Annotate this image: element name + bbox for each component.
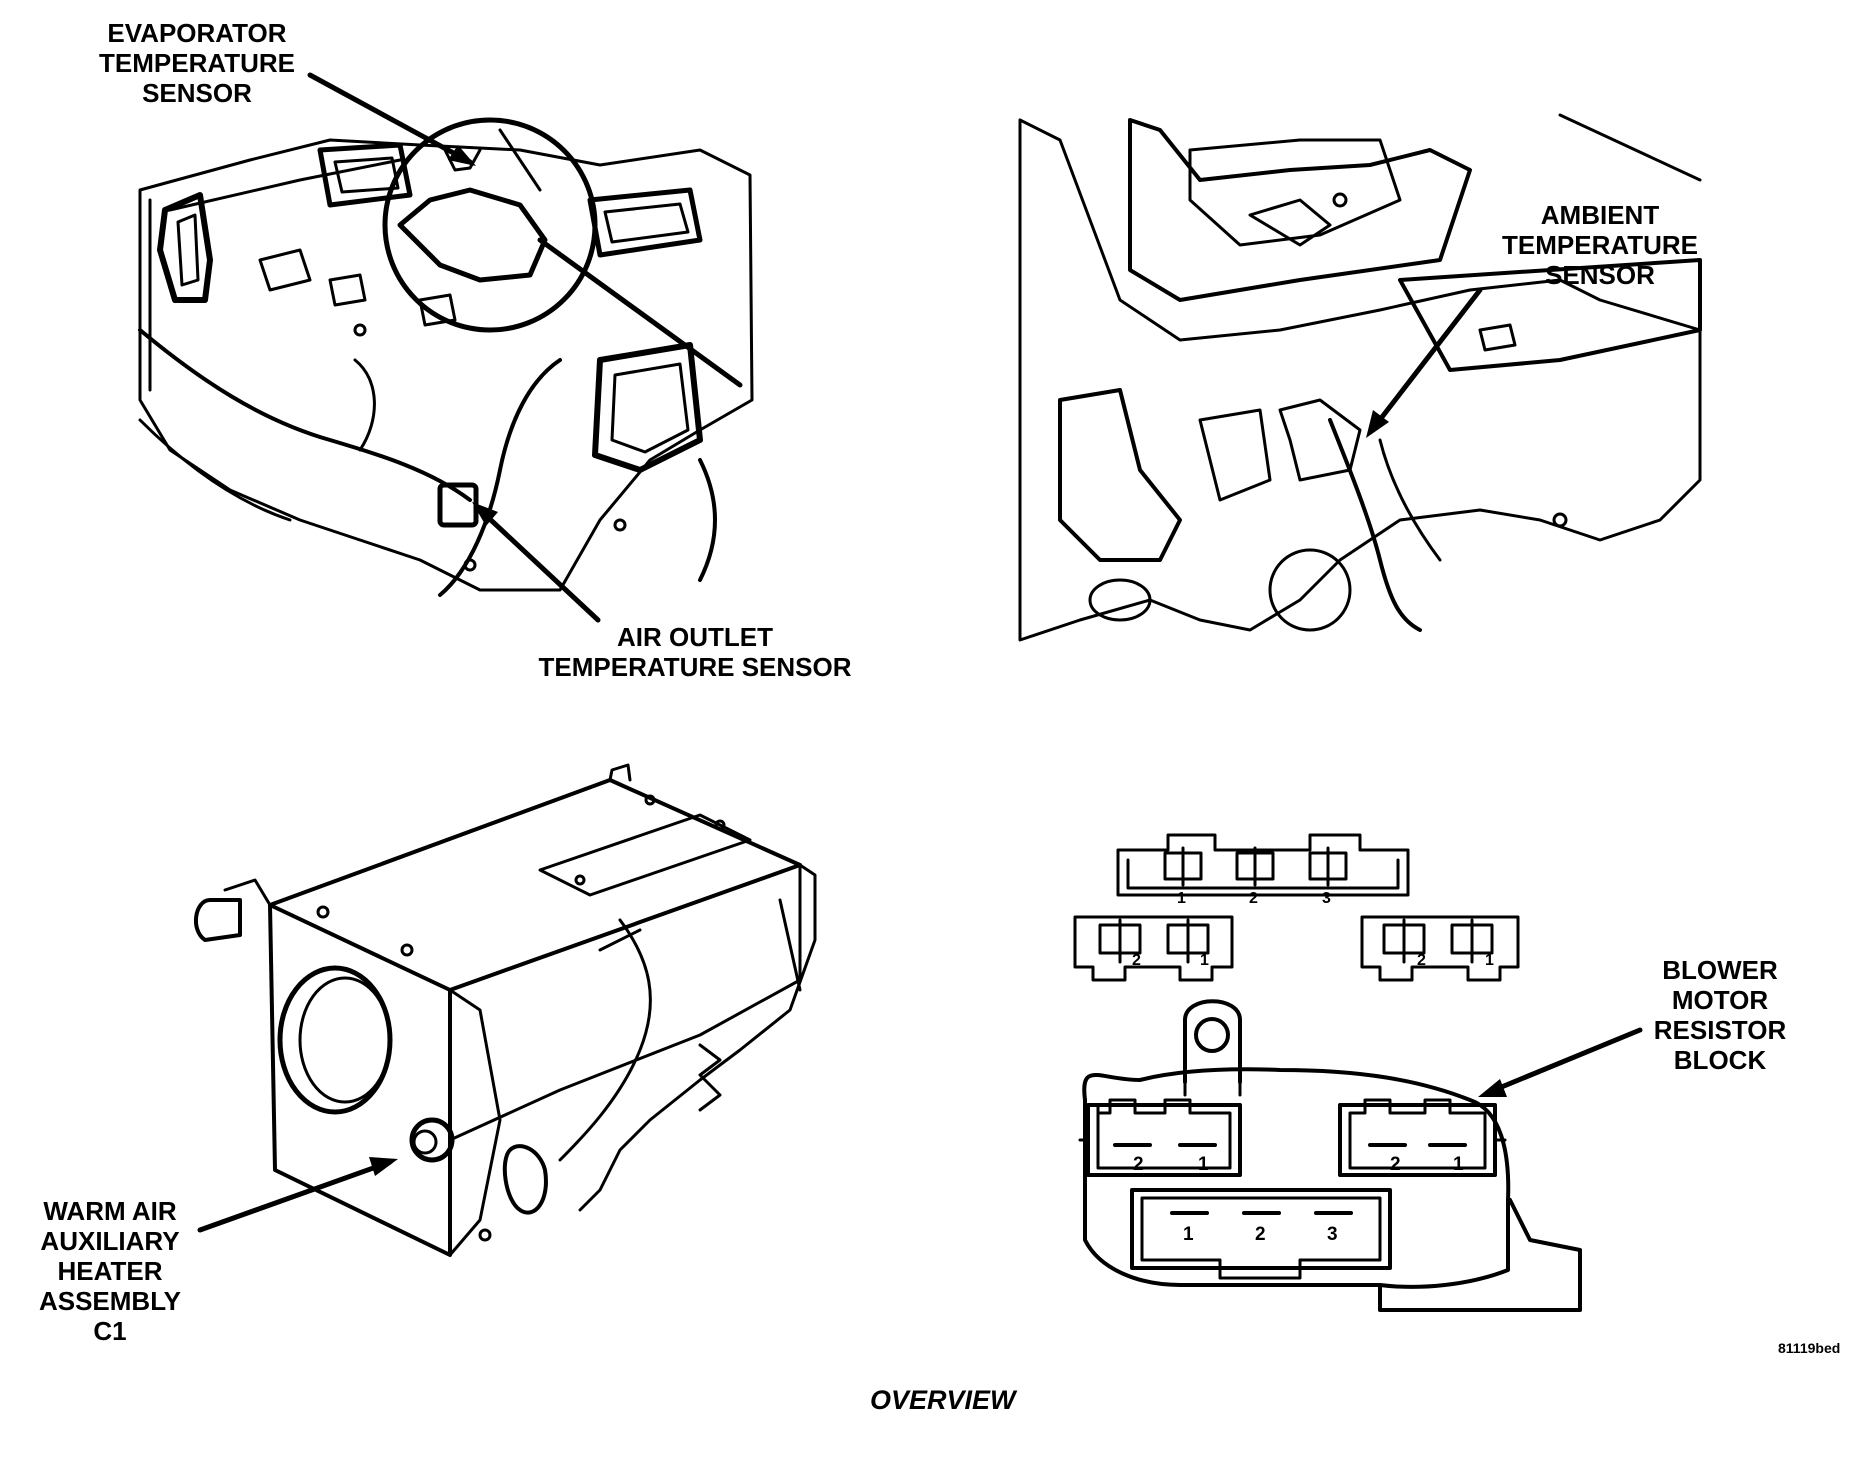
label-line: BLOWER <box>1662 955 1778 985</box>
label-line: TEMPERATURE <box>1502 230 1698 260</box>
dashboard-illustration <box>1018 113 1702 642</box>
top-pin-3: 3 <box>1322 890 1331 907</box>
right-pin-2: 2 <box>1417 952 1426 969</box>
heater-connector-arrow <box>197 1157 398 1233</box>
left-vent-outline <box>157 192 213 303</box>
detail-magnifier-circle <box>382 117 598 333</box>
label-line: AMBIENT <box>1540 200 1660 230</box>
blower-resistor-label: BLOWER MOTOR RESISTOR BLOCK <box>1640 955 1800 1075</box>
top-pin-2: 2 <box>1249 890 1258 907</box>
left-pin-1: 1 <box>1200 952 1209 969</box>
evaporator-sensor-arrow <box>307 72 476 166</box>
block-bottom-socket <box>1130 1188 1392 1280</box>
label-line: TEMPERATURE SENSOR <box>538 652 852 682</box>
block-left-socket <box>1078 1098 1242 1177</box>
label-line: EVAPORATOR <box>107 18 287 48</box>
label-line: RESISTOR <box>1653 1015 1787 1045</box>
block-right-socket <box>1338 1098 1507 1177</box>
mounting-tab <box>1183 999 1242 1084</box>
resistor-block-arrow <box>1478 1027 1643 1097</box>
label-line: WARM AIR <box>43 1196 177 1226</box>
block-left-pin-2: 2 <box>1133 1154 1144 1175</box>
label-line: AUXILIARY <box>40 1226 180 1256</box>
right-connector-2pin <box>1360 915 1520 982</box>
air-outlet-sensor-label: AIR OUTLET TEMPERATURE SENSOR <box>520 622 870 682</box>
resistor-block-body <box>1082 1067 1582 1312</box>
wire-harness <box>138 328 472 502</box>
label-line: SENSOR <box>1545 260 1655 290</box>
label-line: SENSOR <box>142 78 252 108</box>
right-pin-1: 1 <box>1485 952 1494 969</box>
figure-code: 81119bed <box>1778 1340 1841 1356</box>
block-bottom-pin-3: 3 <box>1327 1224 1338 1245</box>
heater-connector-c1 <box>409 1117 455 1163</box>
label-line: C1 <box>93 1316 127 1346</box>
warm-air-heater-label: WARM AIR AUXILIARY HEATER ASSEMBLY C1 <box>25 1196 195 1346</box>
top-pin-1: 1 <box>1177 890 1186 907</box>
hvac-housing-illustration <box>138 72 754 623</box>
block-bottom-pin-1: 1 <box>1183 1224 1194 1245</box>
heater-duct-opening <box>277 965 393 1115</box>
block-right-pin-1: 1 <box>1453 1154 1464 1175</box>
top-connector-3pin <box>1116 833 1410 897</box>
label-line: MOTOR <box>1671 985 1769 1015</box>
ambient-sensor-label: AMBIENT TEMPERATURE SENSOR <box>1480 200 1720 290</box>
ambient-sensor-arrow <box>1366 287 1483 438</box>
left-connector-2pin <box>1073 915 1234 982</box>
air-outlet-sensor-arrow <box>472 502 601 623</box>
block-left-pin-1: 1 <box>1198 1154 1209 1175</box>
label-line: AIR OUTLET <box>617 622 773 652</box>
block-right-pin-2: 2 <box>1390 1154 1401 1175</box>
evaporator-sensor-label: EVAPORATOR TEMPERATURE SENSOR <box>82 18 312 108</box>
resistor-block-illustration <box>1073 833 1643 1312</box>
block-bottom-pin-2: 2 <box>1255 1224 1266 1245</box>
figure-caption: OVERVIEW <box>870 1385 1016 1415</box>
label-line: BLOCK <box>1673 1045 1767 1075</box>
left-pin-2: 2 <box>1132 952 1141 969</box>
auxiliary-heater-illustration <box>194 763 817 1257</box>
label-line: ASSEMBLY <box>38 1286 182 1316</box>
label-line: TEMPERATURE <box>99 48 295 78</box>
label-line: HEATER <box>57 1256 163 1286</box>
